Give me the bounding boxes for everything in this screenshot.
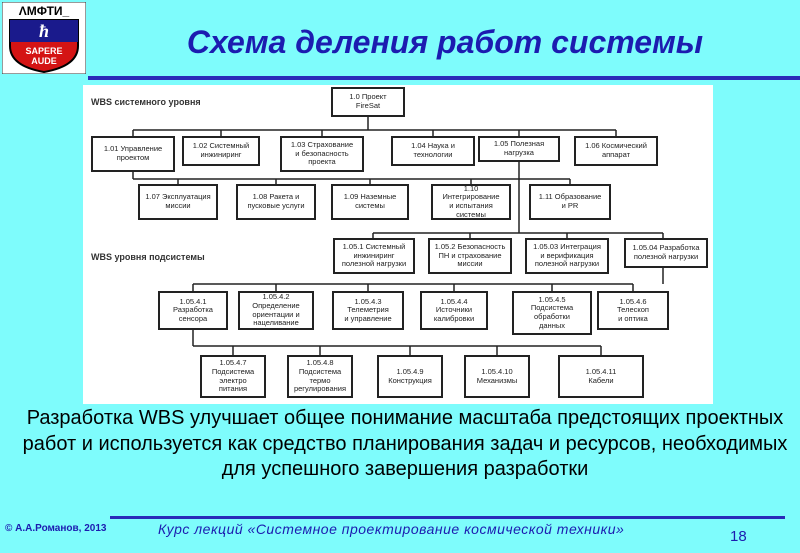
wbs-box-1-05-04: 1.05.04 Разработка полезной нагрузки (624, 238, 708, 268)
wbs-box-1-06: 1.06 Космический аппарат (574, 136, 658, 166)
section-label-system: WBS системного уровня (91, 97, 201, 107)
logo-text-aude: AUDE (31, 56, 57, 66)
wbs-box-1-05-4-4: 1.05.4.4 Источники калибровки (420, 291, 488, 330)
title-divider (88, 76, 800, 80)
wbs-box-1-01: 1.01 Управление проектом (91, 136, 175, 172)
wbs-box-1-05-4-7: 1.05.4.7 Подсистема электро питания (200, 355, 266, 398)
wbs-box-1-08: 1.08 Ракета и пусковые услуги (236, 184, 316, 220)
svg-text:ħ: ħ (39, 21, 49, 41)
section-label-subsystem: WBS уровня подсистемы (91, 252, 205, 262)
slide-title: Схема деления работ системы (186, 24, 704, 60)
wbs-box-1-04: 1.04 Наука и технологии (391, 136, 475, 166)
wbs-box-1-05-2: 1.05.2 Безопасность ПН и страхование мис… (428, 238, 512, 274)
wbs-box-1-07: 1.07 Эксплуатация миссии (138, 184, 218, 220)
course-title: Курс лекций «Системное проектирование ко… (158, 521, 625, 537)
wbs-box-1-05-4-10: 1.05.4.10 Механизмы (464, 355, 530, 398)
wbs-box-1-02: 1.02 Системный инжиниринг (182, 136, 260, 166)
wbs-connectors (132, 117, 664, 355)
wbs-box-1-11: 1.11 Образование и PR (529, 184, 611, 220)
wbs-box-1-05-4-9: 1.05.4.9 Конструкция (377, 355, 443, 398)
wbs-box-1-03: 1.03 Страхование и безопасность проекта (280, 136, 364, 172)
mipt-logo: ΛМФТИ_ ħ SAPERE AUDE (1, 1, 87, 75)
wbs-box-1-05-1: 1.05.1 Системный инжиниринг полезной наг… (333, 238, 415, 274)
wbs-box-1-09: 1.09 Наземные системы (331, 184, 409, 220)
wbs-box-1-0: 1.0 Проект FireSat (331, 87, 405, 117)
page-number: 18 (730, 528, 747, 545)
logo-text-mipt: ΛМФТИ_ (19, 4, 70, 18)
wbs-box-1-05-4-11: 1.05.4.11 Кабели (558, 355, 644, 398)
wbs-box-1-05-4-2: 1.05.4.2 Определение ориентации и нацели… (238, 291, 314, 330)
wbs-box-1-05-03: 1.05.03 Интеграция и верификация полезно… (525, 238, 609, 274)
logo-text-sapere: SAPERE (25, 46, 62, 56)
wbs-box-1-05-4-1: 1.05.4.1 Разработка сенсора (158, 291, 228, 330)
wbs-box-1-10: 1.10 Интегрирование и испытания системы (431, 184, 511, 220)
footer-divider (110, 516, 785, 519)
wbs-box-1-05-4-6: 1.05.4.6 Телескоп и оптика (597, 291, 669, 330)
wbs-box-1-05-4-3: 1.05.4.3 Телеметрия и управление (332, 291, 404, 330)
wbs-box-1-05: 1.05 Полезная нагрузка (478, 136, 560, 162)
wbs-box-1-05-4-5: 1.05.4.5 Подсистема обработки данных (512, 291, 592, 335)
summary-text: Разработка WBS улучшает общее понимание … (22, 407, 788, 481)
wbs-box-1-05-4-8: 1.05.4.8 Подсистема термо регулирования (287, 355, 353, 398)
wbs-diagram: WBS системного уровня WBS уровня подсист… (83, 85, 713, 404)
copyright: © А.А.Романов, 2013 (5, 523, 107, 534)
